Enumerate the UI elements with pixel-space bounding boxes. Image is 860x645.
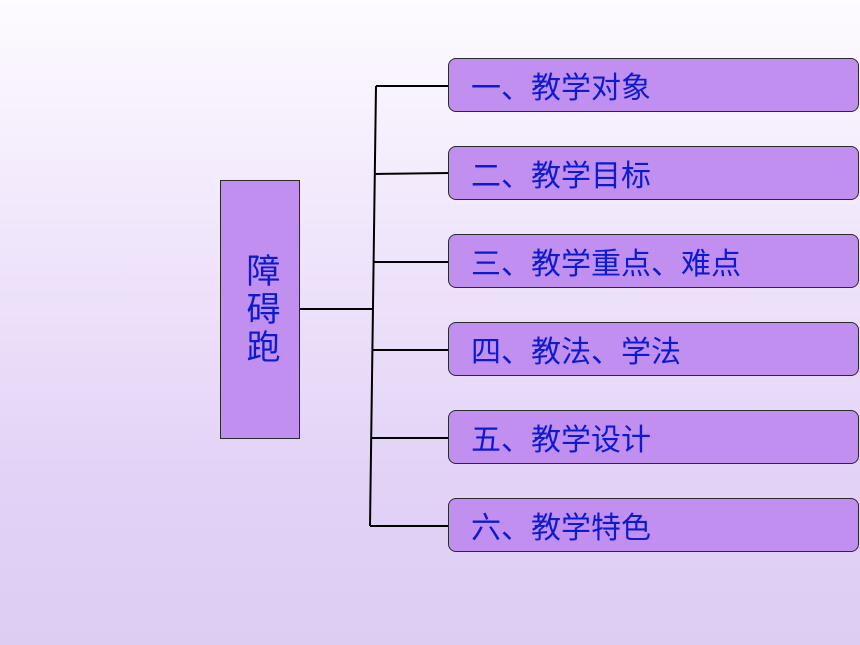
branch-label: 四、教法、学法 xyxy=(471,335,681,370)
branch-node-methods: 四、教法、学法 xyxy=(448,322,859,376)
branch-label: 六、教学特色 xyxy=(471,511,651,546)
branch-node-teaching-object: 一、教学对象 xyxy=(448,58,859,112)
branch-node-teaching-design: 五、教学设计 xyxy=(448,410,859,464)
branch-node-key-difficult-points: 三、教学重点、难点 xyxy=(448,234,859,288)
trunk-line xyxy=(369,85,377,527)
branch-label: 一、教学对象 xyxy=(471,71,651,106)
branch-label: 五、教学设计 xyxy=(471,423,651,458)
branch-node-teaching-features: 六、教学特色 xyxy=(448,498,859,552)
root-node: 障碍跑 xyxy=(220,180,300,439)
branch-label: 三、教学重点、难点 xyxy=(471,247,741,282)
branch-node-teaching-goals: 二、教学目标 xyxy=(448,146,859,200)
branch-label: 二、教学目标 xyxy=(471,159,651,194)
root-node-label: 障碍跑 xyxy=(240,252,280,367)
branch-connector-2 xyxy=(374,172,451,175)
